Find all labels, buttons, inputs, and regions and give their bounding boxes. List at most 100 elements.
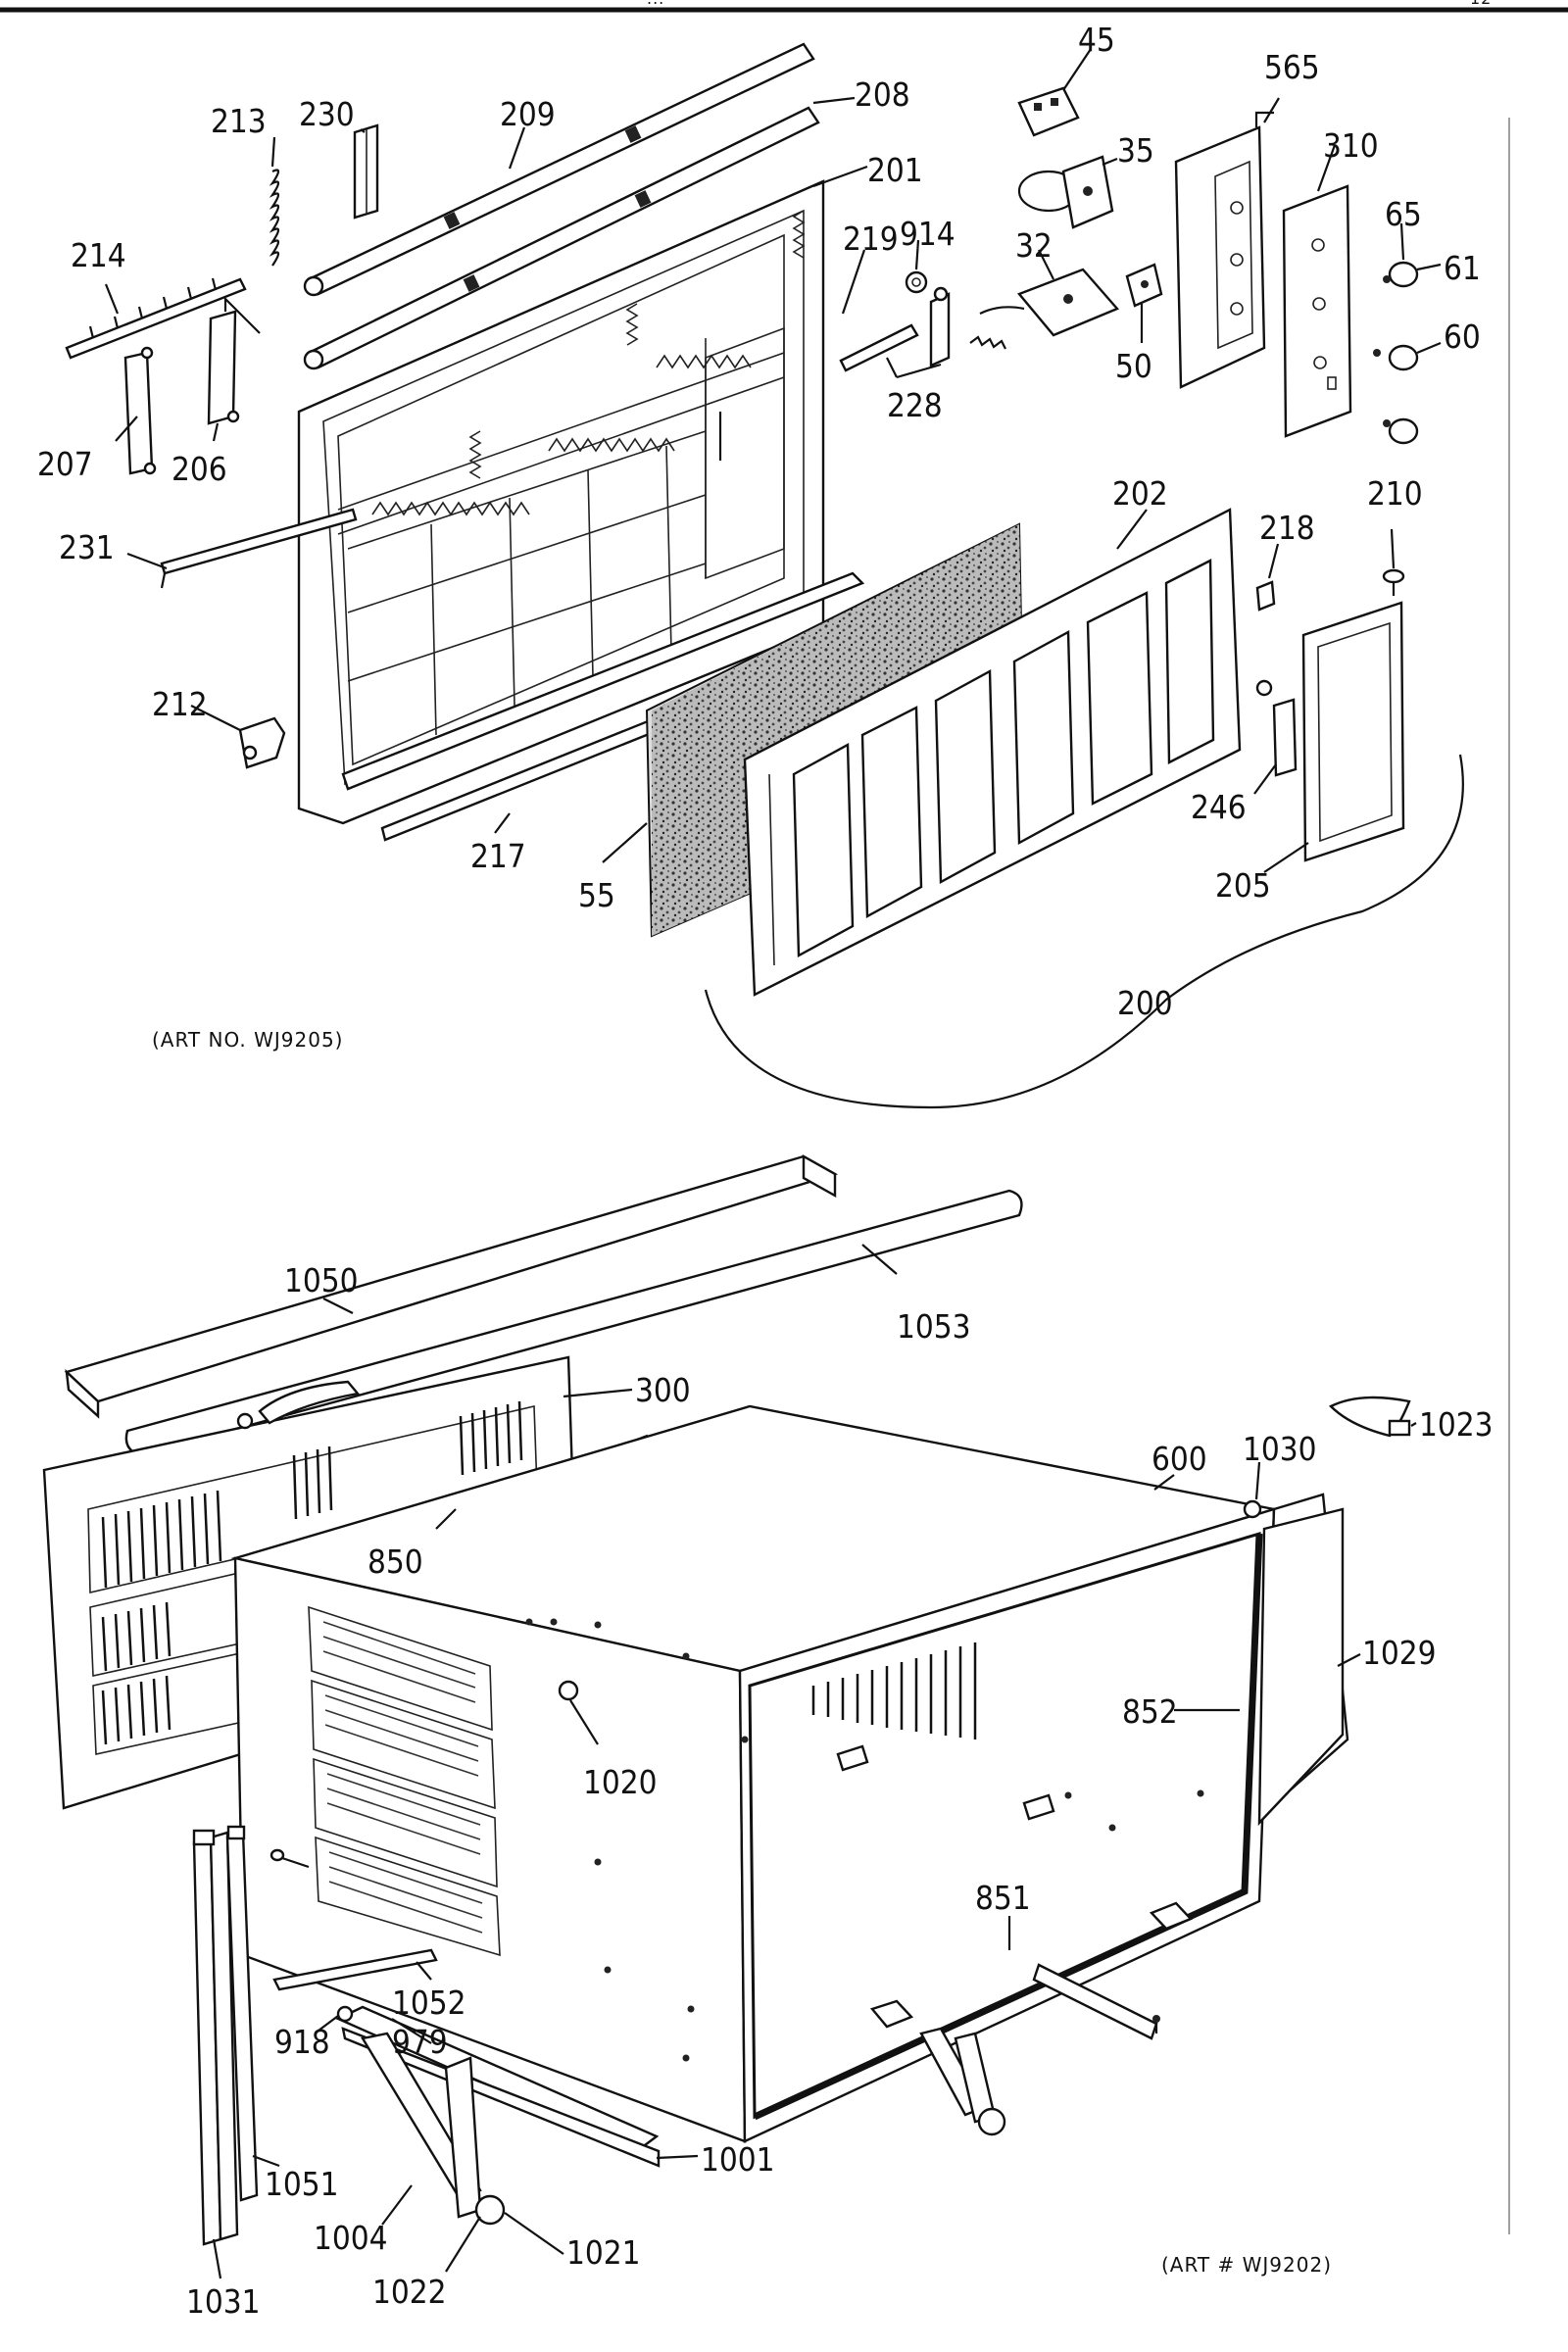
part-228-bracket (929, 286, 1006, 368)
right-leg-assembly (869, 1901, 1194, 2136)
label-565: 565 (1264, 48, 1320, 86)
screw-210 (1382, 568, 1405, 596)
part-914 (905, 270, 928, 294)
bottom-labels: 1050 1053 300 1030 1023 600 850 1029 852… (186, 1261, 1494, 2321)
part-918 (336, 2005, 354, 2023)
plate-310 (1282, 184, 1352, 438)
label-212: 212 (152, 685, 208, 723)
strap-1023 (1328, 1396, 1411, 1438)
door-205 (1301, 601, 1405, 862)
label-60: 60 (1444, 318, 1481, 356)
label-1050: 1050 (284, 1261, 359, 1299)
label-55: 55 (578, 876, 615, 914)
label-230: 230 (299, 95, 355, 133)
bracket-206 (207, 296, 261, 425)
bracket-565 (1174, 111, 1274, 389)
label-231: 231 (59, 528, 115, 566)
grille-202 (743, 508, 1242, 997)
header-page-number: 12 (1470, 0, 1492, 8)
bottom-exploded-view: 1050 1053 300 1030 1023 600 850 1029 852… (42, 1153, 1494, 2321)
part-32 (979, 268, 1120, 337)
leg-1004 (361, 2032, 506, 2226)
knob-lower (1383, 417, 1419, 445)
label-205: 205 (1215, 866, 1271, 905)
label-600: 600 (1152, 1440, 1207, 1478)
channel-1051 (225, 1825, 259, 2202)
part-230 (353, 123, 379, 220)
label-206: 206 (172, 450, 227, 488)
page-header: ... 12 (0, 0, 1568, 13)
label-209: 209 (500, 95, 556, 133)
rear-panel-1029 (1257, 1493, 1349, 1827)
rail-208 (303, 106, 820, 370)
label-1051: 1051 (265, 2165, 339, 2203)
bottom-leader-lines (212, 1244, 1417, 2279)
part-213 (269, 169, 280, 267)
label-1031: 1031 (186, 2282, 261, 2321)
clip-212 (238, 716, 286, 769)
label-213: 213 (211, 102, 267, 140)
art-number-bottom: (ART # WJ9202) (1161, 2253, 1332, 2277)
label-851: 851 (975, 1879, 1031, 1917)
label-50: 50 (1115, 347, 1152, 385)
label-1030: 1030 (1243, 1430, 1317, 1468)
knob-61 (1383, 261, 1419, 288)
label-246: 246 (1191, 788, 1247, 826)
label-300: 300 (635, 1371, 691, 1409)
cabinet-600 (230, 1404, 1276, 2143)
label-32: 32 (1015, 226, 1053, 265)
rail-209 (303, 42, 815, 297)
bracket-207 (123, 346, 157, 475)
label-214: 214 (71, 236, 126, 274)
label-1004: 1004 (314, 2219, 388, 2257)
foam-bar-1050 (64, 1153, 839, 1419)
label-35: 35 (1117, 131, 1154, 170)
label-914: 914 (900, 215, 956, 253)
label-1053: 1053 (897, 1307, 971, 1346)
rail-1001 (335, 2005, 661, 2168)
part-35 (1017, 155, 1114, 229)
part-50 (1125, 263, 1163, 308)
strip-1052 (272, 1948, 438, 1991)
label-217: 217 (470, 837, 526, 875)
label-1001: 1001 (701, 2140, 775, 2179)
label-979: 979 (392, 2023, 448, 2061)
front-frame-201 (297, 179, 865, 825)
label-228: 228 (887, 386, 943, 424)
label-208: 208 (855, 75, 910, 114)
label-219: 219 (843, 220, 899, 258)
label-207: 207 (37, 445, 93, 483)
label-200: 200 (1117, 984, 1173, 1022)
label-918: 918 (274, 2023, 330, 2061)
label-218: 218 (1259, 509, 1315, 547)
label-210: 210 (1367, 474, 1423, 513)
channel-231 (160, 508, 358, 589)
label-201: 201 (867, 151, 923, 189)
label-45: 45 (1078, 21, 1115, 59)
bracket-200-curve (704, 754, 1464, 1109)
label-65: 65 (1385, 195, 1422, 233)
top-leader-lines (104, 48, 1442, 873)
label-1023: 1023 (1419, 1405, 1494, 1444)
channel-1031 (192, 1829, 239, 2246)
header-title: ... (647, 0, 664, 8)
label-852: 852 (1122, 1692, 1178, 1731)
label-1029: 1029 (1362, 1634, 1437, 1672)
part-218 (1255, 580, 1276, 612)
label-202: 202 (1112, 474, 1168, 513)
part-1030 (1243, 1499, 1262, 1519)
label-1021: 1021 (566, 2233, 641, 2272)
top-labels: 45 565 310 35 213 230 209 208 201 65 61 … (37, 21, 1481, 1052)
part-246 (1255, 679, 1298, 777)
label-1022: 1022 (372, 2273, 447, 2311)
knob-60 (1373, 344, 1419, 371)
switch-45 (1017, 86, 1080, 137)
art-number-top: (ART NO. WJ9205) (152, 1028, 343, 1052)
label-1052: 1052 (392, 1984, 466, 2022)
label-1020: 1020 (583, 1763, 658, 1801)
label-61: 61 (1444, 249, 1481, 287)
part-214 (65, 277, 247, 360)
screw-side (270, 1848, 310, 1869)
label-310: 310 (1323, 126, 1379, 165)
